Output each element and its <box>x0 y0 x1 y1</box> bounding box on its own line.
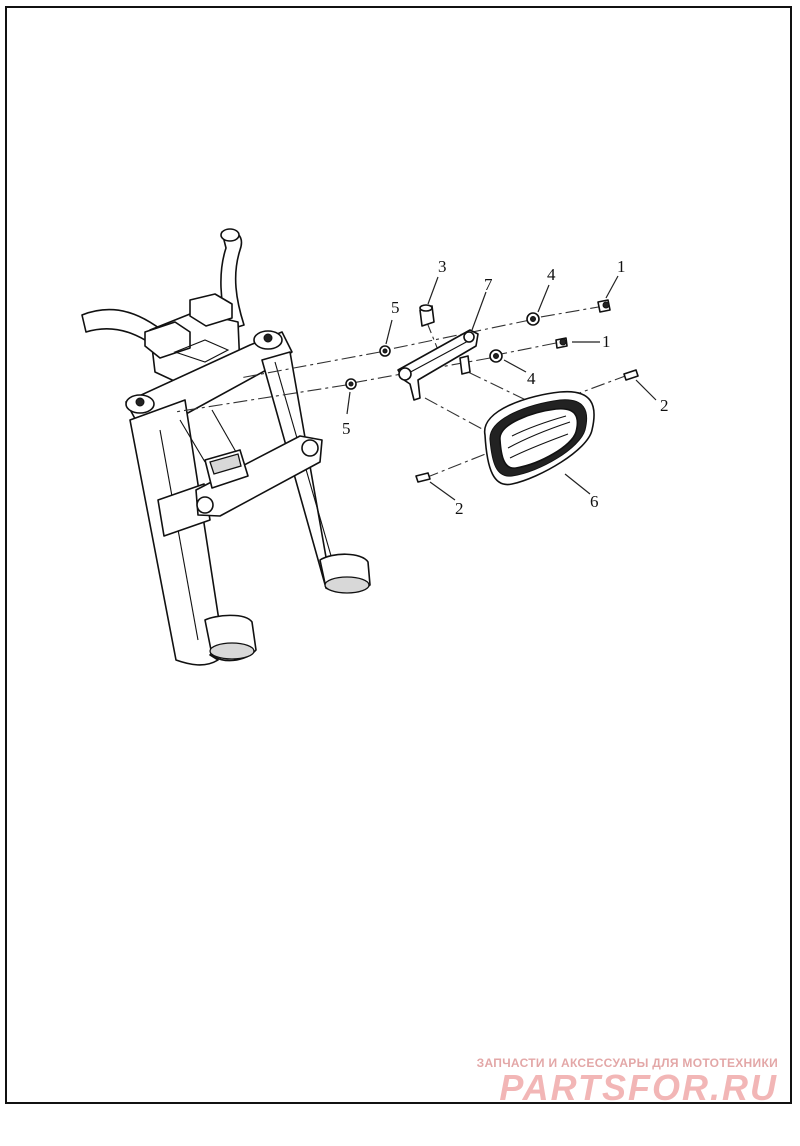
watermark-logo: PARTSFOR.RU <box>499 1067 778 1108</box>
callout-5-upper: 5 <box>391 298 400 317</box>
hardware <box>345 299 639 483</box>
callout-4-lower: 4 <box>527 369 536 388</box>
callout-3: 3 <box>438 257 447 276</box>
callout-labels: 1 1 2 2 3 4 4 5 5 6 7 <box>342 257 669 518</box>
callout-5-lower: 5 <box>342 419 351 438</box>
headlamp <box>484 390 595 486</box>
watermark: ЗАПЧАСТИ И АКСЕССУАРЫ ДЛЯ МОТОТЕХНИКИ PA… <box>477 1056 778 1106</box>
callout-6: 6 <box>590 492 599 511</box>
watermark-tagline: ЗАПЧАСТИ И АКСЕССУАРЫ ДЛЯ МОТОТЕХНИКИ <box>476 1056 778 1070</box>
callout-2-right: 2 <box>660 396 669 415</box>
callout-4-upper: 4 <box>547 265 556 284</box>
spacer <box>419 304 435 327</box>
callout-1-upper: 1 <box>617 257 626 276</box>
mounting-bracket <box>397 329 479 401</box>
front-fork-assembly <box>81 228 371 666</box>
leader-lines <box>346 275 657 501</box>
callout-1-lower: 1 <box>602 332 611 351</box>
page-border <box>5 6 792 1104</box>
callout-2-left: 2 <box>455 499 464 518</box>
callout-7: 7 <box>484 275 493 294</box>
